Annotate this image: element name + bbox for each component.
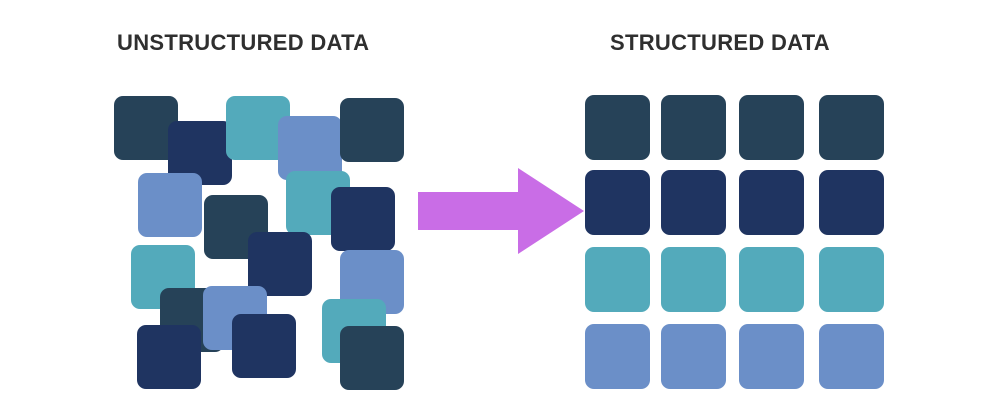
- structured-tile: [739, 324, 804, 389]
- structured-tile: [585, 170, 650, 235]
- unstructured-tile: [340, 326, 404, 390]
- unstructured-tile: [232, 314, 296, 378]
- structured-tile: [585, 95, 650, 160]
- unstructured-tile: [331, 187, 395, 251]
- structured-tile: [819, 324, 884, 389]
- unstructured-tile: [138, 173, 202, 237]
- structured-tile: [661, 324, 726, 389]
- structured-tile: [661, 247, 726, 312]
- unstructured-tile: [340, 98, 404, 162]
- unstructured-tile: [248, 232, 312, 296]
- structured-data-title: STRUCTURED DATA: [610, 30, 830, 55]
- structured-tile: [819, 247, 884, 312]
- structured-tile: [585, 324, 650, 389]
- structured-tile: [585, 247, 650, 312]
- unstructured-tile: [137, 325, 201, 389]
- structured-tile: [739, 170, 804, 235]
- structured-tile: [819, 170, 884, 235]
- structured-tile: [739, 95, 804, 160]
- unstructured-tile: [278, 116, 342, 180]
- unstructured-tile: [114, 96, 178, 160]
- right-arrow-icon: [418, 168, 584, 254]
- unstructured-data-title: UNSTRUCTURED DATA: [117, 30, 370, 55]
- structured-tile: [739, 247, 804, 312]
- structured-tile: [661, 95, 726, 160]
- structured-tile: [661, 170, 726, 235]
- structured-tile: [819, 95, 884, 160]
